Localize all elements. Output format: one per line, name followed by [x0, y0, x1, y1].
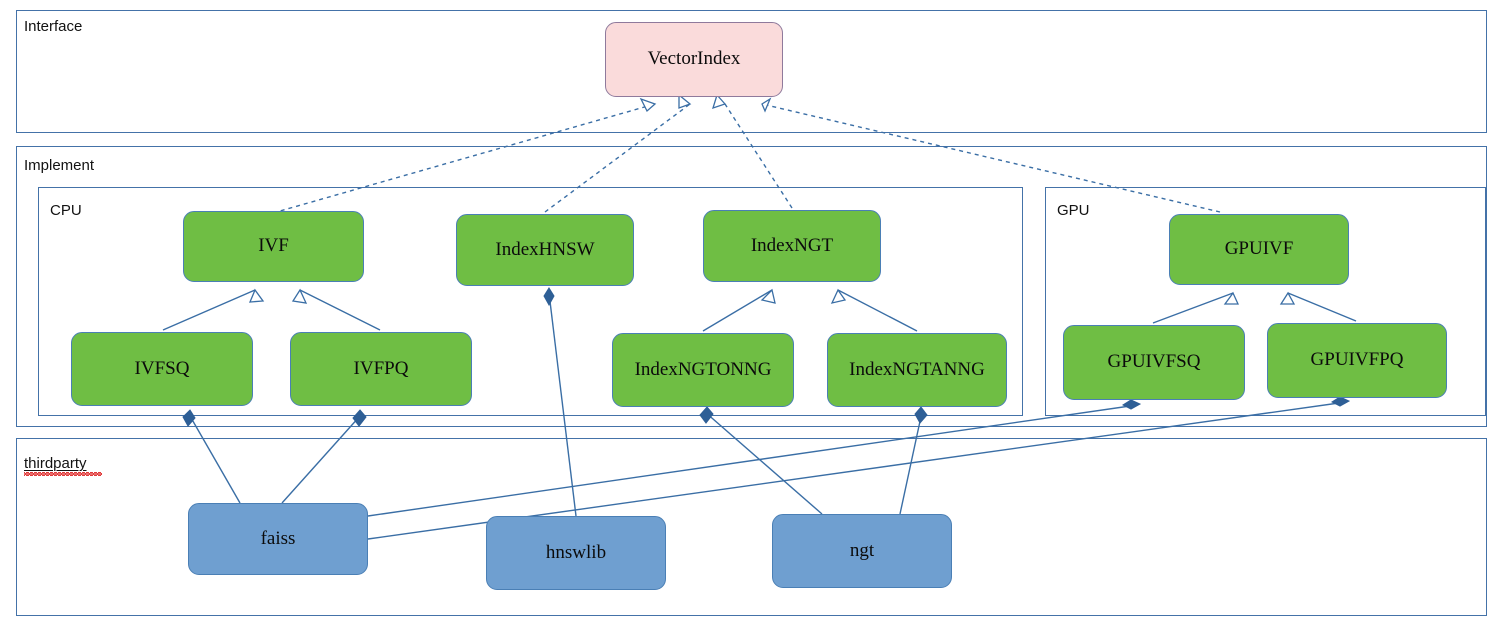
node-label-indexngt: IndexNGT: [750, 234, 834, 256]
node-label-indexngtanng: IndexNGTANNG: [849, 358, 985, 380]
node-faiss[interactable]: faiss: [188, 503, 368, 575]
frame-label-interface: Interface: [24, 18, 83, 35]
node-indexngtanng[interactable]: IndexNGTANNG: [827, 333, 1007, 407]
frame-label-implement: Implement: [24, 157, 95, 174]
node-label-ngt: ngt: [849, 539, 875, 561]
node-label-ivfsq: IVFSQ: [134, 357, 190, 379]
node-indexngt[interactable]: IndexNGT: [703, 210, 881, 282]
node-label-gpuivfsq: GPUIVFSQ: [1107, 351, 1201, 373]
node-label-vectorindex: VectorIndex: [647, 48, 741, 70]
spellcheck-underline-thirdparty: [24, 472, 102, 476]
node-ivf[interactable]: IVF: [183, 211, 364, 282]
frame-label-thirdparty: thirdparty: [24, 455, 87, 472]
node-label-indexngtonng: IndexNGTONNG: [634, 358, 772, 380]
node-label-faiss: faiss: [260, 527, 296, 549]
node-label-ivfpq: IVFPQ: [353, 357, 409, 379]
node-gpuivfpq[interactable]: GPUIVFPQ: [1267, 323, 1447, 398]
node-label-gpuivfpq: GPUIVFPQ: [1310, 349, 1404, 371]
node-indexngtonng[interactable]: IndexNGTONNG: [612, 333, 794, 407]
node-hnswlib[interactable]: hnswlib: [486, 516, 666, 590]
node-label-indexhnsw: IndexHNSW: [495, 238, 595, 260]
node-vectorindex[interactable]: VectorIndex: [605, 22, 783, 97]
node-ngt[interactable]: ngt: [772, 514, 952, 588]
node-gpuivfsq[interactable]: GPUIVFSQ: [1063, 325, 1245, 400]
node-gpuivf[interactable]: GPUIVF: [1169, 214, 1349, 285]
frame-label-cpu: CPU: [50, 202, 82, 219]
node-indexhnsw[interactable]: IndexHNSW: [456, 214, 634, 286]
node-label-gpuivf: GPUIVF: [1224, 238, 1294, 260]
node-ivfsq[interactable]: IVFSQ: [71, 332, 253, 406]
node-label-ivf: IVF: [258, 235, 289, 257]
node-label-hnswlib: hnswlib: [545, 541, 607, 563]
frame-label-gpu: GPU: [1057, 202, 1090, 219]
node-ivfpq[interactable]: IVFPQ: [290, 332, 472, 406]
